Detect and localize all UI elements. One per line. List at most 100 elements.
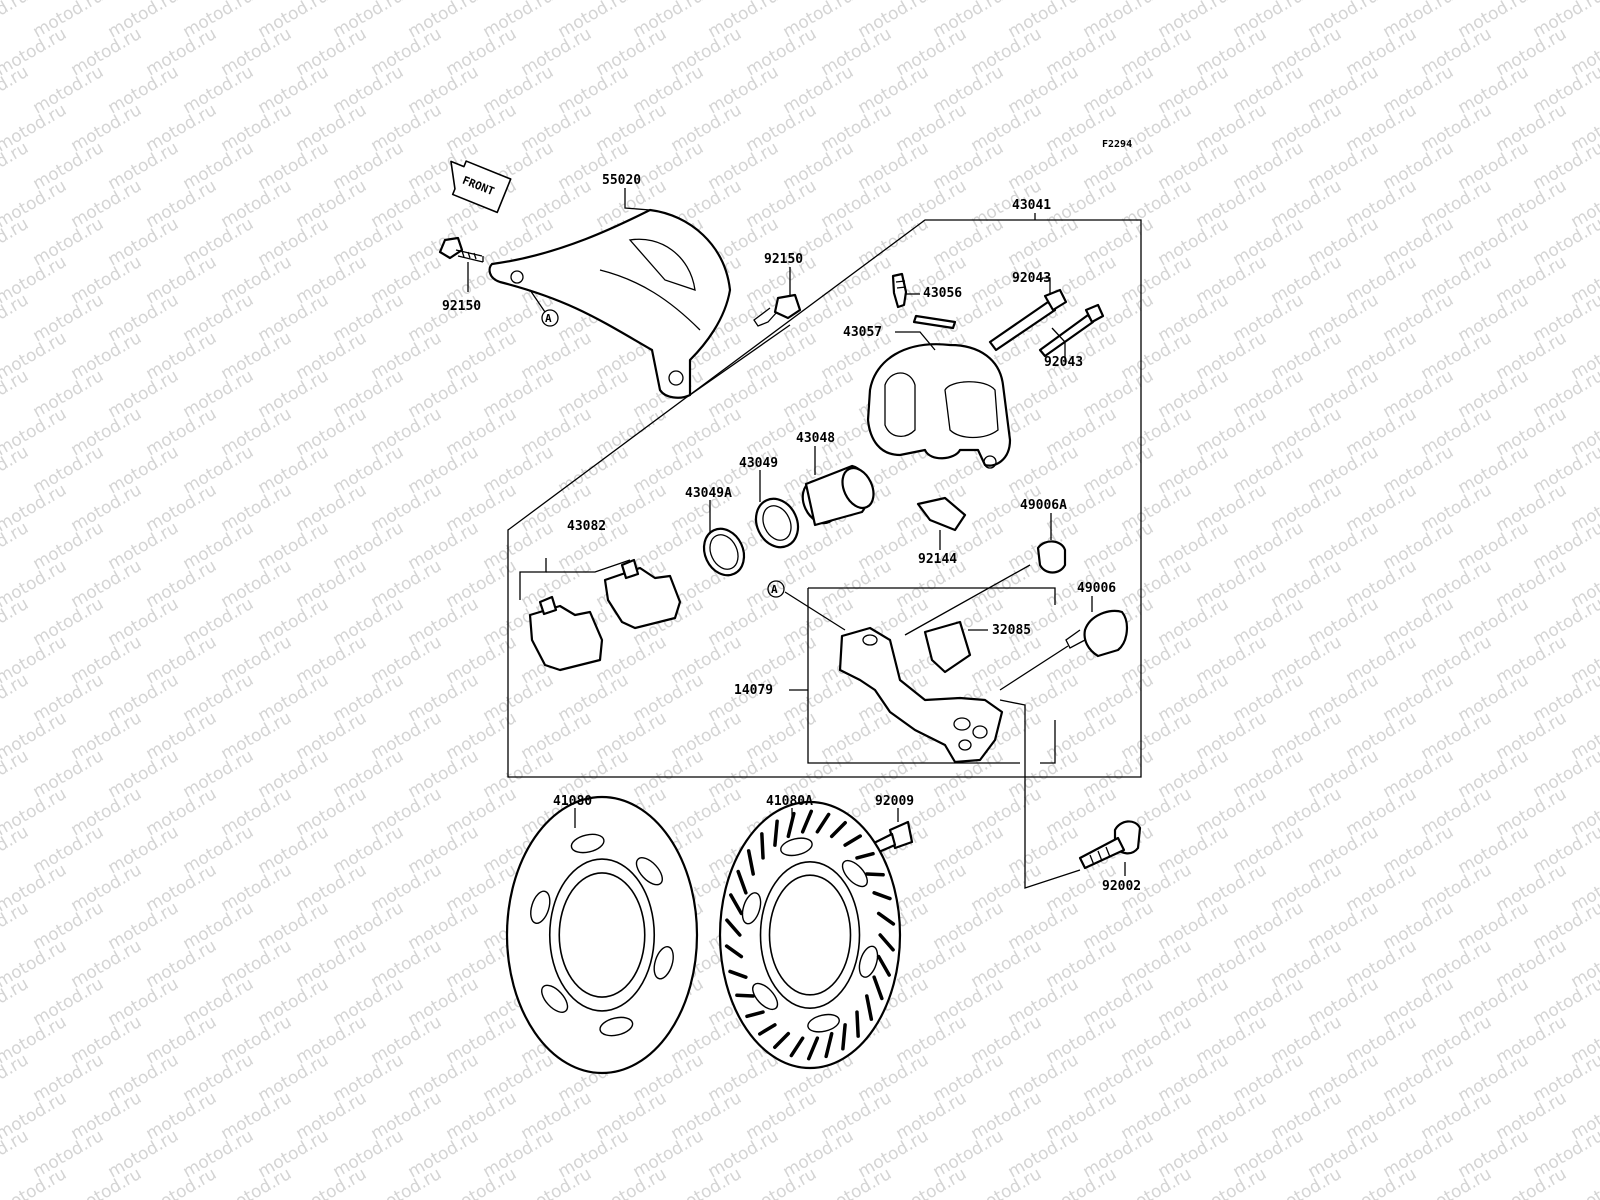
caliper-bracket-14079 (838, 626, 1004, 764)
disc-cutout (635, 857, 663, 886)
pad-spring-32085 (923, 620, 972, 674)
disc-vent-slot (855, 851, 875, 860)
disc-cutout (780, 837, 813, 857)
disc-vent-slot (773, 1031, 791, 1049)
disc-cutout (807, 1013, 840, 1033)
seal-43049A (702, 527, 746, 577)
pin-92043-b (1038, 303, 1105, 358)
seal-43049 (754, 497, 800, 549)
brake-pad-rear (603, 558, 682, 630)
svg-text:A: A (771, 583, 778, 596)
disc-cutout (541, 984, 569, 1013)
rear-caliper-guard (488, 208, 732, 399)
label-55020: 55020 (602, 173, 641, 188)
disc-vent-slot (806, 1036, 820, 1061)
pad-spring-92144 (916, 496, 967, 532)
disc-vent-slot (745, 1010, 765, 1019)
label-41080: 41080 (553, 794, 592, 809)
bolt-92150-right (753, 293, 802, 327)
disc-vent-slot (729, 893, 744, 916)
label-43049: 43049 (739, 456, 778, 471)
disc-vent-slot (876, 911, 896, 926)
disc-vent-slot (876, 954, 891, 977)
brake-disc-41080 (505, 795, 699, 1075)
disc-hub-hole (558, 872, 646, 998)
label-43057: 43057 (843, 325, 882, 340)
disc-vent-slot (872, 891, 892, 901)
label-49006: 49006 (1077, 581, 1116, 596)
label-92009: 92009 (875, 794, 914, 809)
boot-49006A (1036, 540, 1067, 574)
piston-43048 (801, 464, 875, 527)
figure-code: F2294 (1102, 139, 1132, 150)
disc-vent-slot (746, 849, 755, 876)
label-43049A: 43049A (685, 486, 732, 501)
disc-vent-slot (841, 1023, 847, 1051)
disc-vent-slot (800, 809, 814, 834)
disc-cutout (599, 1016, 634, 1037)
label-92043-top: 92043 (1012, 271, 1051, 286)
disc-vent-slot (865, 872, 885, 877)
label-43048: 43048 (796, 431, 835, 446)
disc-cutout (752, 982, 779, 1011)
reference-marker-a-bottom: A (767, 580, 785, 598)
label-92150-right: 92150 (764, 252, 803, 267)
disc-cutout (570, 833, 605, 854)
disc-outer-rim (505, 795, 699, 1075)
label-32085: 32085 (992, 623, 1031, 638)
label-92043-bottom: 92043 (1044, 355, 1083, 370)
watermark-text: motod.ru (1568, 1164, 1600, 1200)
label-49006A: 49006A (1020, 498, 1067, 513)
bolt-92002 (1078, 820, 1142, 870)
disc-cutout (741, 892, 762, 925)
disc-inner-rim (548, 858, 656, 1012)
disc-vent-slot (736, 869, 748, 895)
label-43082: 43082 (567, 519, 606, 534)
disc-vent-slot (786, 811, 796, 839)
caliper-assembly-frame (507, 219, 1142, 778)
disc-vent-slot (728, 969, 748, 979)
cap-43057 (912, 314, 957, 330)
label-92002: 92002 (1102, 879, 1141, 894)
watermark-text: motod.ru (0, 0, 32, 42)
brake-disc-41080A (718, 800, 902, 1070)
label-41080A: 41080A (766, 794, 813, 809)
disc-vent-slot (843, 834, 862, 847)
disc-hub-hole (768, 874, 852, 996)
disc-vent-slot (773, 819, 779, 847)
label-92150-left: 92150 (442, 299, 481, 314)
disc-vent-slot (789, 1036, 805, 1058)
pin-92043-a (988, 288, 1068, 352)
brake-pad-front (528, 595, 604, 672)
leader-lines (467, 188, 1126, 889)
svg-text:A: A (545, 312, 552, 325)
bolt-49006 (1065, 609, 1128, 658)
disc-vent-slot (724, 944, 744, 959)
disc-vent-slot (829, 821, 847, 839)
label-92144: 92144 (918, 552, 957, 567)
label-43041: 43041 (1012, 198, 1051, 213)
disc-vent-slot (878, 933, 895, 952)
bracket-subframe (807, 587, 1056, 764)
disc-vent-slot (824, 1031, 834, 1059)
disc-vent-slot (865, 994, 874, 1021)
label-43056: 43056 (923, 286, 962, 301)
disc-vent-slot (855, 1010, 860, 1038)
disc-vent-slot (872, 975, 884, 1001)
disc-cutout (858, 945, 879, 978)
disc-vent-slot (815, 812, 831, 834)
front-arrow-icon: FRONT (450, 160, 512, 214)
reference-marker-a-top: A (541, 309, 559, 327)
disc-inner-rim (759, 861, 861, 1009)
caliper-body (866, 343, 1012, 469)
disc-vent-slot (760, 832, 765, 860)
disc-vent-slot (758, 1023, 777, 1036)
disc-outer-rim (718, 800, 902, 1070)
bleeder-valve-43056 (891, 272, 908, 309)
label-14079: 14079 (734, 683, 773, 698)
disc-cutout (841, 859, 868, 888)
disc-vent-slot (735, 993, 755, 998)
disc-cutout (530, 890, 551, 924)
disc-vent-slot (725, 918, 742, 937)
